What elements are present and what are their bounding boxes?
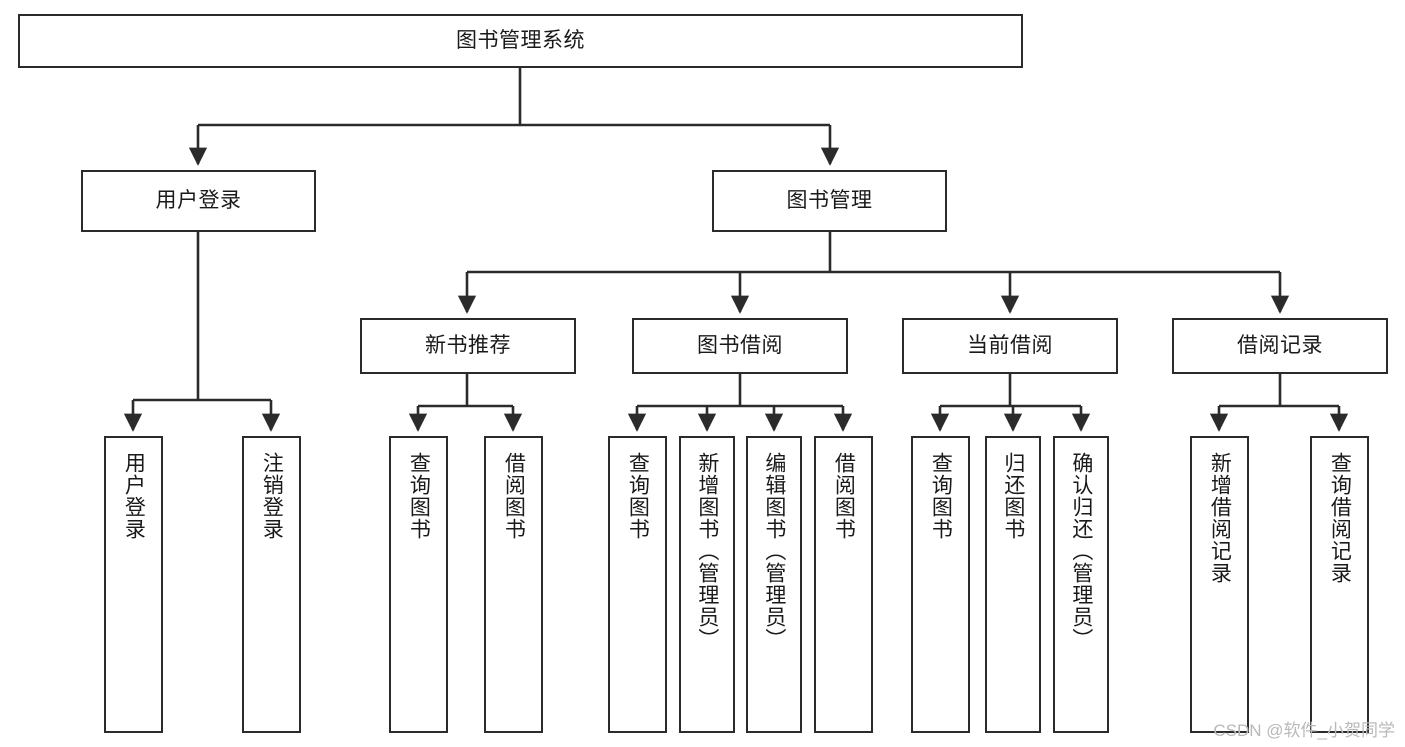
node-new-book-recommend[interactable]: 新书推荐 [360,318,576,374]
node-user-login[interactable]: 用户登录 [81,170,316,232]
node-leaf-add-record-label: 新增借阅记录 [1208,452,1232,584]
node-leaf-query-book-2-label: 查询图书 [626,452,650,540]
node-leaf-query-book-2[interactable]: 查询图书 [608,436,667,733]
edge-group-root [188,68,840,166]
node-book-borrow-label: 图书借阅 [697,333,783,357]
node-leaf-query-book-1-label: 查询图书 [407,452,431,540]
node-leaf-borrow-book-2-label: 借阅图书 [832,452,856,540]
node-leaf-user-login-label: 用户登录 [122,452,146,540]
node-book-manage-label: 图书管理 [786,188,873,212]
node-leaf-query-book-3[interactable]: 查询图书 [911,436,970,733]
node-book-manage[interactable]: 图书管理 [712,170,947,232]
edge-group-book-manage [457,232,1290,314]
node-leaf-confirm-return[interactable]: 确认归还（管理员） [1053,436,1109,733]
node-leaf-user-logout[interactable]: 注销登录 [242,436,301,733]
node-borrow-record[interactable]: 借阅记录 [1172,318,1388,374]
node-user-login-label: 用户登录 [155,188,242,212]
node-leaf-add-book-label: 新增图书（管理员） [695,452,719,650]
node-leaf-add-record[interactable]: 新增借阅记录 [1190,436,1249,733]
node-leaf-query-book-1[interactable]: 查询图书 [389,436,448,733]
node-leaf-borrow-book-1[interactable]: 借阅图书 [484,436,543,733]
node-leaf-edit-book[interactable]: 编辑图书（管理员） [746,436,802,733]
edge-group-book-borrow [627,374,853,432]
node-root[interactable]: 图书管理系统 [18,14,1023,68]
node-leaf-edit-book-label: 编辑图书（管理员） [762,452,786,650]
node-new-book-recommend-label: 新书推荐 [425,333,511,357]
edge-group-new-book-recommend [408,374,523,432]
node-leaf-add-book[interactable]: 新增图书（管理员） [679,436,735,733]
node-leaf-borrow-book-1-label: 借阅图书 [502,452,526,540]
node-leaf-query-record-label: 查询借阅记录 [1328,452,1352,584]
node-leaf-return-book-label: 归还图书 [1001,452,1025,540]
node-leaf-query-book-3-label: 查询图书 [929,452,953,540]
node-leaf-confirm-return-label: 确认归还（管理员） [1069,452,1093,650]
node-root-label: 图书管理系统 [456,28,585,52]
node-current-borrow-label: 当前借阅 [967,333,1053,357]
node-leaf-user-logout-label: 注销登录 [260,452,284,540]
node-current-borrow[interactable]: 当前借阅 [902,318,1118,374]
node-leaf-borrow-book-2[interactable]: 借阅图书 [814,436,873,733]
edge-group-current-borrow [930,374,1091,432]
node-leaf-return-book[interactable]: 归还图书 [985,436,1041,733]
node-leaf-query-record[interactable]: 查询借阅记录 [1310,436,1369,733]
edge-group-user-login [123,232,281,432]
node-leaf-user-login[interactable]: 用户登录 [104,436,163,733]
edge-group-borrow-record [1209,374,1349,432]
node-borrow-record-label: 借阅记录 [1237,333,1323,357]
node-book-borrow[interactable]: 图书借阅 [632,318,848,374]
